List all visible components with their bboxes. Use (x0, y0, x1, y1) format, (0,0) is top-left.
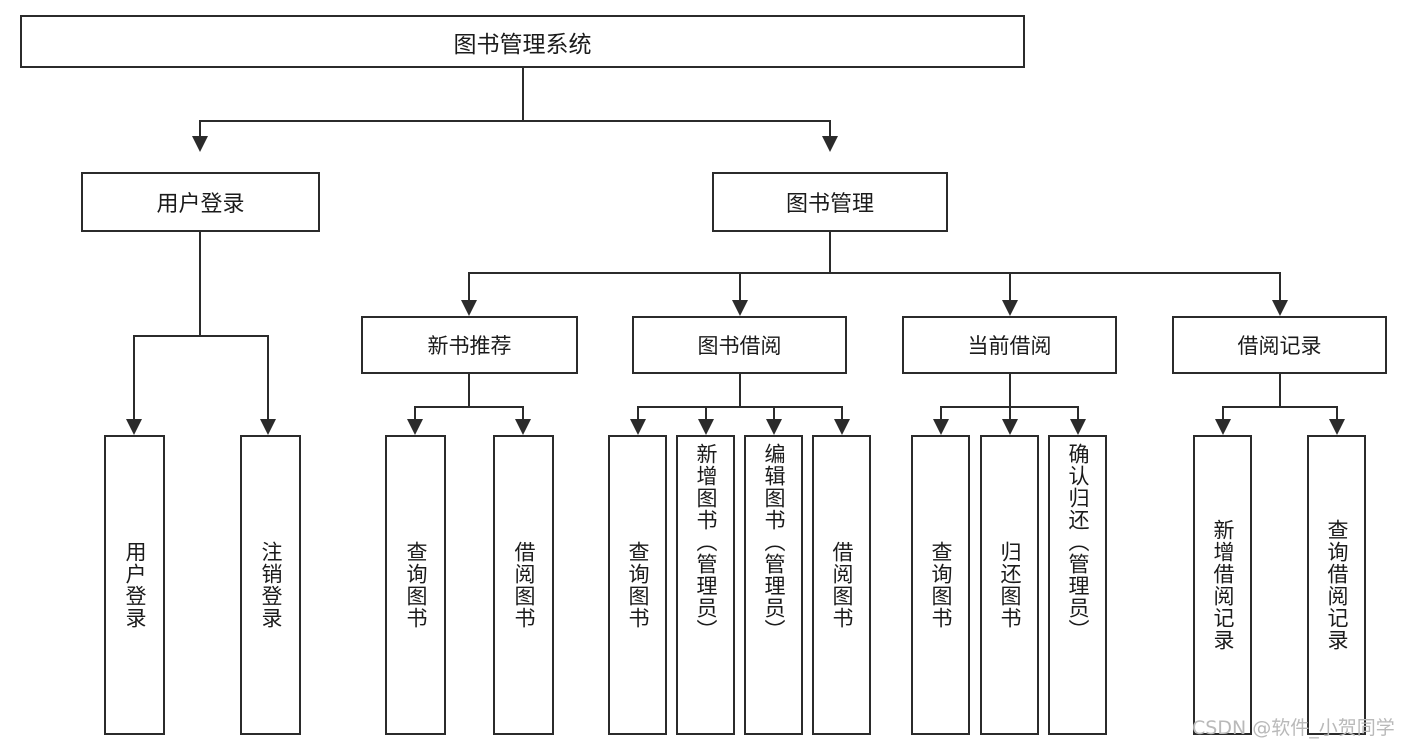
connector-nbr-leg-2 (522, 406, 524, 419)
csdn-watermark: CSDN @软件_小贺同学 (1192, 717, 1395, 739)
arrow-icon-user-login-leaf-2 (260, 419, 276, 435)
connector-user-login-bar (133, 335, 267, 337)
leaf-user-login[interactable]: 用户登录 (104, 435, 165, 735)
connector-user-login-leg-2 (267, 335, 269, 419)
leaf-borrow-book-nbr[interactable]: 借阅图书 (493, 435, 554, 735)
arrow-icon-bb-leaf-4 (834, 419, 850, 435)
connector-br-stem (1279, 374, 1281, 406)
node-label: 用户登录 (156, 192, 245, 217)
leaf-label: 新增借阅记录 (1210, 519, 1235, 651)
leaf-query-book-cb[interactable]: 查询图书 (911, 435, 970, 735)
connector-root-stem (522, 68, 524, 120)
arrow-icon-to-user-login (192, 136, 208, 152)
arrow-icon-bb-leaf-3 (766, 419, 782, 435)
leaf-add-book-admin[interactable]: 新增图书（管理员） (676, 435, 735, 735)
connector-book-management-bar (468, 272, 1280, 274)
leaf-query-borrow-record[interactable]: 查询借阅记录 (1307, 435, 1366, 735)
connector-root-bar (199, 120, 831, 122)
leaf-confirm-return-admin[interactable]: 确认归还（管理员） (1048, 435, 1107, 735)
connector-bb-leg-1 (637, 406, 639, 419)
connector-cb-leg-1 (940, 406, 942, 419)
connector-br-bar (1222, 406, 1338, 408)
node-borrow-record[interactable]: 借阅记录 (1172, 316, 1387, 374)
leaf-label: 借阅图书 (829, 541, 854, 629)
connector-bm-leg-1 (468, 272, 470, 300)
leaf-label: 查询图书 (625, 541, 650, 629)
node-current-borrow[interactable]: 当前借阅 (902, 316, 1117, 374)
arrow-icon-to-borrow-record (1272, 300, 1288, 316)
node-book-management[interactable]: 图书管理 (712, 172, 948, 232)
connector-cb-stem (1009, 374, 1011, 406)
node-book-borrow[interactable]: 图书借阅 (632, 316, 847, 374)
leaf-label: 查询图书 (928, 541, 953, 629)
node-new-book-recommend[interactable]: 新书推荐 (361, 316, 578, 374)
leaf-label: 确认归还（管理员） (1065, 443, 1090, 641)
leaf-label: 新增图书（管理员） (693, 443, 718, 641)
leaf-label: 借阅图书 (511, 541, 536, 629)
connector-bb-stem (739, 374, 741, 406)
connector-nbr-leg-1 (414, 406, 416, 419)
leaf-label: 注销登录 (258, 541, 283, 629)
node-label: 图书借阅 (697, 334, 782, 358)
connector-bm-leg-2 (739, 272, 741, 300)
connector-cb-leg-3 (1077, 406, 1079, 419)
arrow-icon-to-book-management (822, 136, 838, 152)
connector-bb-leg-3 (773, 406, 775, 419)
connector-nbr-bar (414, 406, 524, 408)
arrow-icon-br-leaf-2 (1329, 419, 1345, 435)
connector-bb-leg-4 (841, 406, 843, 419)
leaf-label: 编辑图书（管理员） (761, 443, 786, 641)
connector-bb-leg-2 (705, 406, 707, 419)
node-label: 当前借阅 (967, 334, 1052, 358)
connector-root-leg-2 (829, 120, 831, 136)
node-label: 借阅记录 (1237, 334, 1322, 358)
arrow-icon-br-leaf-1 (1215, 419, 1231, 435)
arrow-icon-bb-leaf-2 (698, 419, 714, 435)
leaf-edit-book-admin[interactable]: 编辑图书（管理员） (744, 435, 803, 735)
connector-bm-leg-3 (1009, 272, 1011, 300)
leaf-label: 查询借阅记录 (1324, 519, 1349, 651)
arrow-icon-nbr-leaf-1 (407, 419, 423, 435)
connector-user-login-stem (199, 232, 201, 335)
connector-bb-bar (637, 406, 843, 408)
leaf-logout[interactable]: 注销登录 (240, 435, 301, 735)
node-user-login[interactable]: 用户登录 (81, 172, 320, 232)
node-root-book-management-system[interactable]: 图书管理系统 (20, 15, 1025, 68)
connector-br-leg-2 (1336, 406, 1338, 419)
arrow-icon-to-current-borrow (1002, 300, 1018, 316)
leaf-label: 归还图书 (997, 541, 1022, 629)
connector-user-login-leg-1 (133, 335, 135, 419)
arrow-icon-cb-leaf-3 (1070, 419, 1086, 435)
leaf-return-book[interactable]: 归还图书 (980, 435, 1039, 735)
arrow-icon-to-new-book-recommend (461, 300, 477, 316)
arrow-icon-cb-leaf-2 (1002, 419, 1018, 435)
node-label: 图书管理系统 (453, 31, 592, 58)
arrow-icon-nbr-leaf-2 (515, 419, 531, 435)
leaf-label: 查询图书 (403, 541, 428, 629)
connector-bm-leg-4 (1279, 272, 1281, 300)
leaf-query-book-nbr[interactable]: 查询图书 (385, 435, 446, 735)
connector-nbr-stem (468, 374, 470, 406)
arrow-icon-bb-leaf-1 (630, 419, 646, 435)
leaf-query-book-bb[interactable]: 查询图书 (608, 435, 667, 735)
node-label: 图书管理 (785, 192, 874, 217)
connector-book-management-stem (829, 232, 831, 272)
leaf-label: 用户登录 (122, 541, 147, 629)
connector-cb-leg-2 (1009, 406, 1011, 419)
arrow-icon-to-book-borrow (732, 300, 748, 316)
leaf-add-borrow-record[interactable]: 新增借阅记录 (1193, 435, 1252, 735)
node-label: 新书推荐 (427, 334, 512, 358)
arrow-icon-cb-leaf-1 (933, 419, 949, 435)
arrow-icon-user-login-leaf-1 (126, 419, 142, 435)
connector-br-leg-1 (1222, 406, 1224, 419)
leaf-borrow-book-bb[interactable]: 借阅图书 (812, 435, 871, 735)
connector-root-leg-1 (199, 120, 201, 136)
